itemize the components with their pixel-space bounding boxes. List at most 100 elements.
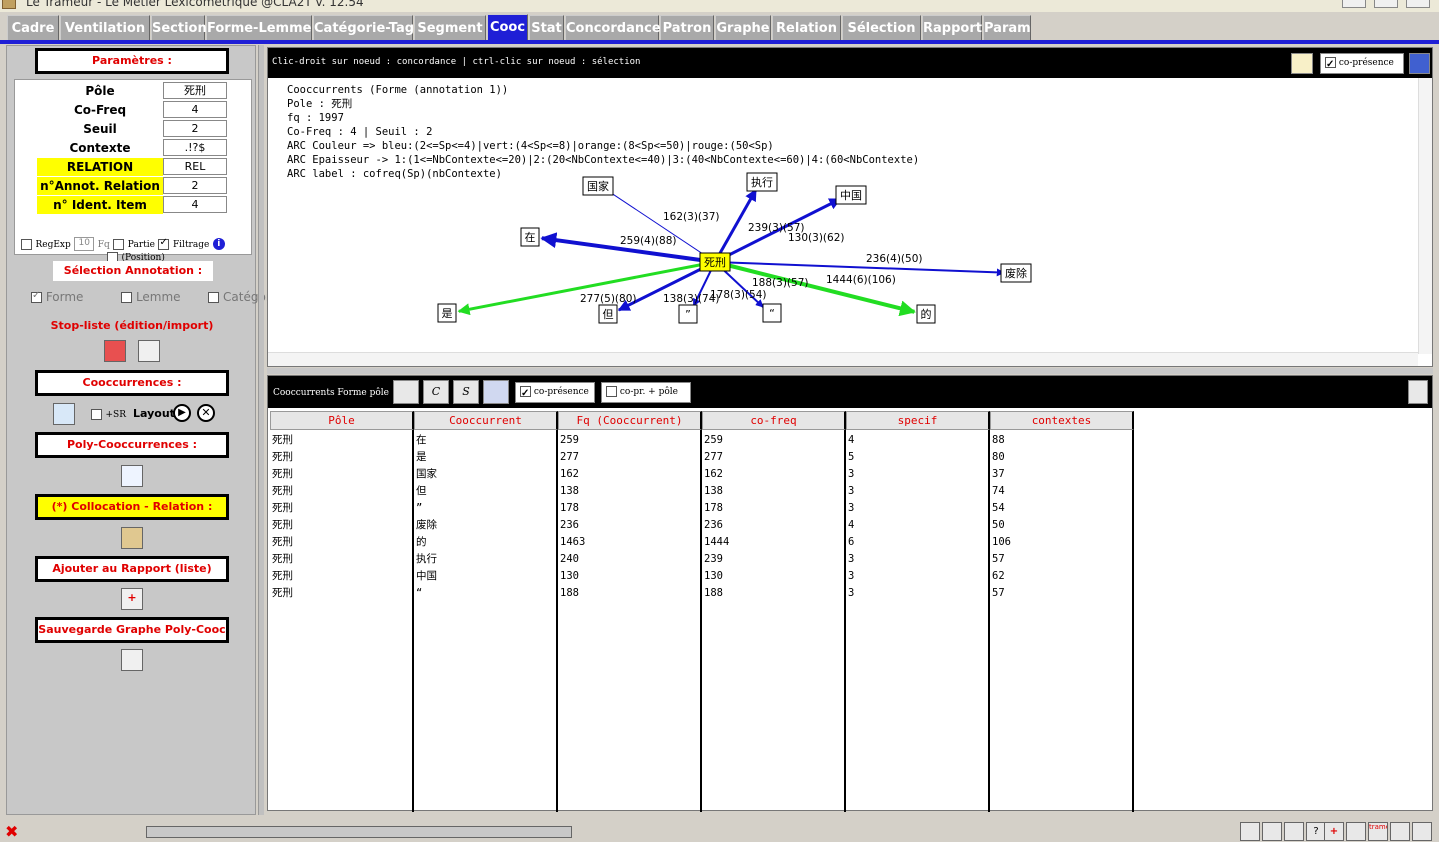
table-cell[interactable]: 死刑 bbox=[272, 485, 293, 497]
tab-cat-gorie-tag[interactable]: Catégorie-Tag bbox=[313, 15, 414, 41]
chart-icon[interactable] bbox=[393, 380, 419, 404]
column-header[interactable]: contextes bbox=[990, 411, 1134, 430]
table-cell[interactable]: 236 bbox=[704, 519, 723, 531]
table-cell[interactable]: 死刑 bbox=[272, 519, 293, 531]
table-cell[interactable]: 54 bbox=[992, 502, 1005, 514]
table-cell[interactable]: 4 bbox=[848, 434, 855, 446]
table-cell[interactable]: 162 bbox=[560, 468, 579, 480]
table-cell[interactable]: ” bbox=[416, 502, 423, 514]
lemme-checkbox[interactable] bbox=[121, 292, 133, 303]
layout-play-icon[interactable]: ▶ bbox=[173, 404, 191, 422]
panel-splitter[interactable] bbox=[258, 45, 264, 815]
close-window-button[interactable] bbox=[1406, 0, 1430, 8]
table-cell[interactable]: 37 bbox=[992, 468, 1005, 480]
regexp-checkbox[interactable] bbox=[21, 238, 32, 250]
graph-center-node[interactable]: 死刑 bbox=[699, 252, 731, 272]
table-cell[interactable]: 74 bbox=[992, 485, 1005, 497]
table-cell[interactable]: 277 bbox=[560, 451, 579, 463]
graph-node[interactable]: “ bbox=[762, 303, 782, 323]
table-cell[interactable]: 的 bbox=[416, 536, 427, 548]
table-cell[interactable]: 执行 bbox=[416, 553, 437, 565]
table-cell[interactable]: 138 bbox=[560, 485, 579, 497]
column-header[interactable]: Fq (Cooccurrent) bbox=[558, 411, 702, 430]
table-cell[interactable]: 277 bbox=[704, 451, 723, 463]
table-cell[interactable]: 236 bbox=[560, 519, 579, 531]
table-cell[interactable]: 57 bbox=[992, 553, 1005, 565]
param-value-input[interactable]: REL bbox=[163, 158, 227, 175]
table-cell[interactable]: 57 bbox=[992, 587, 1005, 599]
table-cell[interactable]: 但 bbox=[416, 485, 427, 497]
tab-rapport[interactable]: Rapport bbox=[922, 15, 982, 41]
graph-copresence-checkbox[interactable] bbox=[1325, 55, 1336, 74]
graph-node[interactable]: ” bbox=[678, 304, 698, 324]
status-edit-icon[interactable] bbox=[1346, 822, 1366, 841]
table-cell[interactable]: 178 bbox=[560, 502, 579, 514]
collocation-network-icon[interactable] bbox=[121, 527, 143, 549]
save-graph-icon[interactable] bbox=[121, 649, 143, 671]
table-cell[interactable]: 国家 bbox=[416, 468, 437, 480]
table-cell[interactable]: “ bbox=[416, 587, 423, 599]
table-cell[interactable]: 130 bbox=[560, 570, 579, 582]
tab-concordance[interactable]: Concordance bbox=[565, 15, 661, 41]
table-cell[interactable]: 死刑 bbox=[272, 553, 293, 565]
table-cell[interactable]: 3 bbox=[848, 570, 855, 582]
polycooc-tree-icon[interactable] bbox=[121, 465, 143, 487]
tab-patron[interactable]: Patron bbox=[660, 15, 714, 41]
status-tool-icon-3[interactable] bbox=[1284, 822, 1304, 841]
graph-node[interactable]: 但 bbox=[598, 304, 618, 324]
graph-copresence-option[interactable]: co-présence bbox=[1320, 53, 1404, 74]
table-copresence-checkbox[interactable] bbox=[520, 384, 531, 403]
param-value-input[interactable]: 4 bbox=[163, 101, 227, 118]
status-window-icon[interactable] bbox=[1390, 822, 1410, 841]
table-cell[interactable]: 死刑 bbox=[272, 468, 293, 480]
status-add-icon[interactable]: + bbox=[1324, 822, 1344, 841]
table-cell[interactable]: 死刑 bbox=[272, 536, 293, 548]
table-cell[interactable]: 3 bbox=[848, 502, 855, 514]
tab-relation[interactable]: Relation bbox=[772, 15, 841, 41]
tab-s-lection[interactable]: Sélection bbox=[842, 15, 921, 41]
table-cell[interactable]: 死刑 bbox=[272, 502, 293, 514]
tab-stat[interactable]: Stat bbox=[529, 15, 564, 41]
table-cell[interactable]: 3 bbox=[848, 485, 855, 497]
color-map-icon[interactable] bbox=[1409, 53, 1430, 74]
table-cell[interactable]: 3 bbox=[848, 553, 855, 565]
minimize-button[interactable] bbox=[1342, 0, 1366, 8]
table-cell[interactable]: 240 bbox=[560, 553, 579, 565]
stoplist-edit-icon[interactable] bbox=[104, 340, 126, 362]
partie-checkbox[interactable] bbox=[113, 238, 125, 250]
graph-vertical-scrollbar[interactable] bbox=[1418, 78, 1432, 354]
table-cell[interactable]: 死刑 bbox=[272, 570, 293, 582]
graph-horizontal-scrollbar[interactable] bbox=[268, 352, 1418, 366]
trameur-icon[interactable]: trameur bbox=[1368, 822, 1388, 841]
tab-cadre[interactable]: Cadre bbox=[7, 15, 59, 41]
table-cell[interactable]: 138 bbox=[704, 485, 723, 497]
table-grid-icon[interactable] bbox=[483, 380, 509, 404]
param-value-input[interactable]: 死刑 bbox=[163, 82, 227, 99]
column-header[interactable]: co-freq bbox=[702, 411, 846, 430]
table-cell[interactable]: 死刑 bbox=[272, 434, 293, 446]
table-cell[interactable]: 3 bbox=[848, 587, 855, 599]
graph-node[interactable]: 中国 bbox=[835, 185, 867, 205]
tab-forme-lemme[interactable]: Forme-Lemme bbox=[206, 15, 312, 41]
graph-node[interactable]: 废除 bbox=[1000, 263, 1032, 283]
column-header[interactable]: specif bbox=[846, 411, 990, 430]
table-cell[interactable]: 162 bbox=[704, 468, 723, 480]
column-header[interactable]: Cooccurrent bbox=[414, 411, 558, 430]
table-cell[interactable]: 3 bbox=[848, 468, 855, 480]
tab-ventilation[interactable]: Ventilation bbox=[60, 15, 150, 41]
table-cell[interactable]: 废除 bbox=[416, 519, 437, 531]
maximize-button[interactable] bbox=[1374, 0, 1398, 8]
table-cell[interactable]: 6 bbox=[848, 536, 855, 548]
table-cell[interactable]: 中国 bbox=[416, 570, 437, 582]
table-cell[interactable]: 是 bbox=[416, 451, 427, 463]
tab-cooc[interactable]: Cooc bbox=[487, 14, 528, 42]
column-header[interactable]: Pôle bbox=[270, 411, 414, 430]
sr-option[interactable]: +SR bbox=[91, 407, 126, 420]
table-cell[interactable]: 88 bbox=[992, 434, 1005, 446]
table-cell[interactable]: 259 bbox=[704, 434, 723, 446]
tab-segment[interactable]: Segment bbox=[414, 15, 486, 41]
forme-checkbox[interactable] bbox=[31, 290, 42, 303]
fq-input[interactable]: 10 bbox=[74, 237, 95, 251]
tab-section[interactable]: Section bbox=[151, 15, 207, 41]
graph-node[interactable]: 的 bbox=[916, 304, 936, 324]
